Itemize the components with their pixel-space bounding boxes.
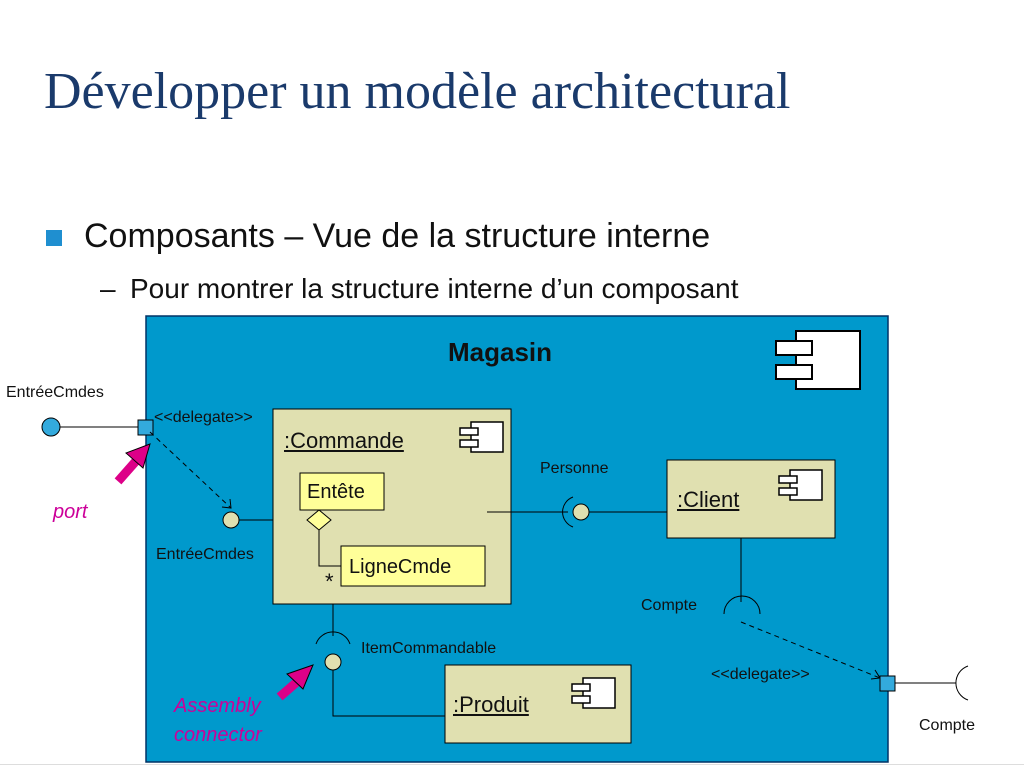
port-square-left [137, 419, 154, 436]
compte-outer-label: Compte [919, 717, 976, 734]
bullet-dash: – [100, 273, 116, 304]
compte-socket [723, 595, 761, 615]
lignecmde-label: LigneCmde [349, 556, 452, 578]
aggregation-line [318, 530, 341, 567]
compte-outer-socket [955, 665, 969, 701]
lignecmde-part [340, 545, 486, 587]
entree-cmdes-interface-icon [41, 417, 61, 437]
produit-component-icon [571, 677, 616, 709]
bullet-square-icon [46, 230, 62, 246]
entree-cmdes-inner-label: EntréeCmdes [156, 546, 254, 563]
assembly-pointer-arrow-icon [276, 664, 314, 701]
port-square-right [879, 675, 896, 692]
client-label: :Client [677, 487, 740, 512]
assembly-annotation-line1: Assembly [174, 695, 261, 717]
commande-component-icon [459, 421, 504, 453]
personne-label: Personne [540, 460, 609, 477]
footer-divider [0, 764, 1024, 765]
port-annotation: port [53, 501, 88, 523]
magasin-title: Magasin [448, 337, 553, 367]
itemcommandable-label: ItemCommandable [361, 640, 497, 657]
delegate-top-label: <<delegate>> [154, 409, 253, 426]
entree-cmdes-inner-interface-icon [222, 511, 240, 529]
port-pointer-arrow-icon [114, 443, 151, 485]
produit-label: :Produit [453, 692, 529, 717]
personne-interface-icon [572, 503, 590, 521]
assembly-annotation-line2: connector [174, 724, 262, 746]
delegate-bottom-label: <<delegate>> [711, 666, 810, 683]
entete-part [299, 472, 385, 511]
personne-socket [562, 496, 574, 528]
compte-inner-label: Compte [641, 597, 698, 614]
bullet-level2: Pour montrer la structure interne d’un c… [130, 273, 739, 304]
bullet-level1: Composants – Vue de la structure interne [84, 217, 711, 255]
multiplicity-label: * [325, 569, 334, 594]
slide-title: Développer un modèle architectural [44, 63, 791, 120]
itemcommandable-interface-icon [324, 653, 342, 671]
entree-cmdes-outer-label: EntréeCmdes [6, 384, 104, 401]
entete-label: Entête [307, 481, 365, 503]
commande-label: :Commande [284, 428, 404, 453]
magasin-component-icon [775, 330, 861, 390]
client-component-icon [778, 469, 823, 501]
